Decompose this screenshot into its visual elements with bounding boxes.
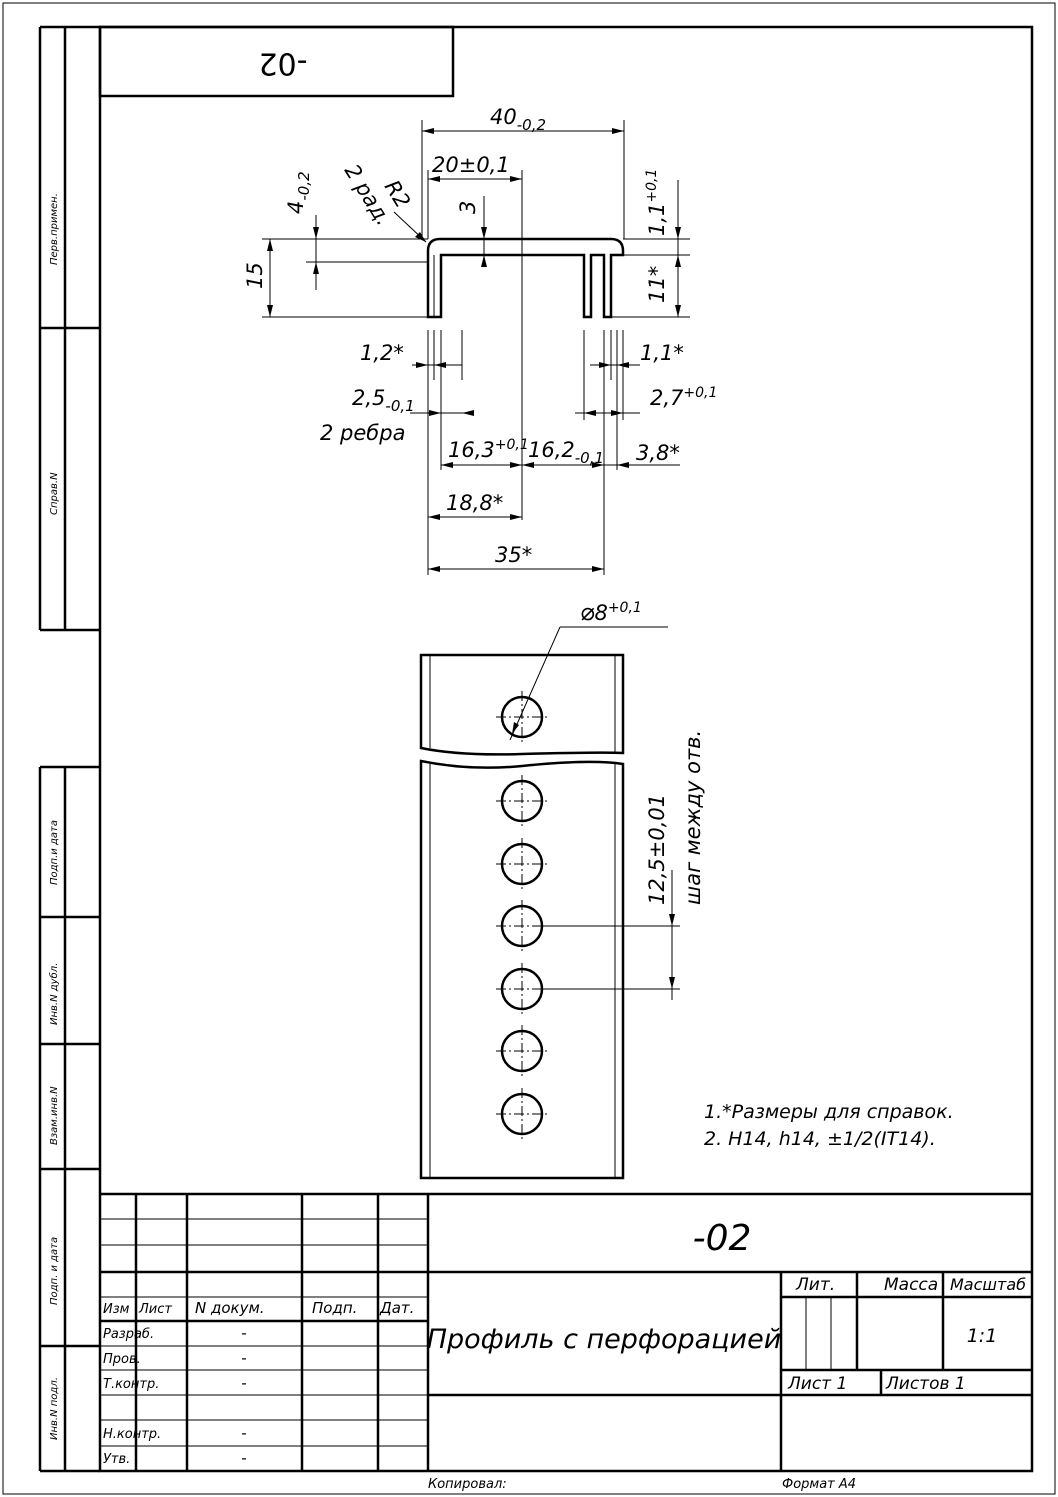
row-value-nkontr: -	[241, 1424, 246, 1442]
profile-section	[426, 237, 625, 319]
dim-right-offset: 2,7+0,1	[650, 385, 717, 410]
notes: 1.*Размеры для справок. 2. H14, h14, ±1/…	[704, 1101, 954, 1150]
dim-leg-height: 11*	[645, 266, 669, 303]
dim-height: 15	[243, 262, 267, 289]
dim-pitch: 12,5±0,01	[645, 794, 669, 905]
dimension-lines	[262, 120, 690, 575]
margin-label-podl: Инв.N подл.	[49, 1377, 60, 1440]
row-role-nkontr: Н.контр.	[103, 1427, 161, 1442]
mass-label: Масса	[884, 1275, 938, 1295]
col-izm: Изм	[103, 1302, 130, 1317]
dim-rib-width: 2,5-0,1	[352, 386, 415, 415]
dim-pitch-note: шаг между отв.	[681, 730, 705, 905]
dim-left-wall: 1,2*	[360, 341, 404, 365]
col-doc: N докум.	[195, 1299, 265, 1317]
note-2: 2. H14, h14, ±1/2(IT14).	[704, 1128, 936, 1150]
scale-value: 1:1	[967, 1325, 998, 1347]
footer-format: Формат А4	[782, 1477, 856, 1492]
title-name: Профиль с перфорацией	[427, 1324, 782, 1355]
margin-label-sprav: Справ.N	[49, 472, 60, 515]
footer: Копировал: Формат А4	[428, 1477, 856, 1492]
sheets-label: Листов 1	[885, 1374, 966, 1394]
lit-label: Лит.	[795, 1275, 835, 1295]
margin-label-perv: Перв.примен.	[49, 193, 60, 265]
col-date: Дат.	[379, 1299, 414, 1317]
sheet-label: Лист 1	[787, 1374, 847, 1394]
footer-copied: Копировал:	[428, 1477, 507, 1492]
dim-top-thickness: 1,1+0,1	[644, 169, 669, 236]
row-role-tkontr: Т.контр.	[103, 1377, 159, 1392]
row-role-utv: Утв.	[103, 1452, 130, 1467]
margin-label-podp1: Подп.и дата	[49, 820, 60, 885]
dim-hole-dia: ⌀8+0,1	[580, 598, 642, 626]
row-value-utv: -	[241, 1449, 246, 1467]
row-value-razrab: -	[241, 1324, 246, 1342]
row-value-tkontr: -	[241, 1374, 246, 1392]
margin-label-vzam: Взам.инв.N	[49, 1086, 60, 1145]
hole-arrowheads	[512, 722, 675, 989]
dim-inner-right: 16,2-0,1	[528, 438, 604, 467]
title-block-text: -02 Профиль с перфорацией Изм Лист N док…	[103, 1218, 1026, 1467]
designation-box-text: -02	[259, 46, 308, 81]
note-1: 1.*Размеры для справок.	[704, 1101, 954, 1123]
dim-rib-note: 2 ребра	[320, 421, 405, 445]
dim-inner-left: 16,3+0,1	[448, 437, 529, 462]
scale-label: Масштаб	[950, 1275, 1026, 1294]
col-sign: Подп.	[312, 1299, 357, 1317]
title-block-grid	[100, 1192, 1032, 1471]
dim-top-small: 3	[456, 201, 480, 214]
row-role-razrab: Разраб.	[103, 1327, 154, 1342]
dimension-texts: 40-0,2 20±0,1 R2 2 рад. 4-0,2 3 15 1,1+0…	[243, 105, 717, 905]
dim-inner-total: 35*	[495, 543, 532, 567]
dim-rib-height: 4-0,2	[284, 171, 313, 214]
margin-label-podp2: Подп. и дата	[49, 1237, 60, 1305]
arrowheads	[267, 128, 681, 572]
dim-right-small: 3,8*	[636, 441, 680, 465]
hole-group	[496, 691, 548, 1140]
perforated-strip	[419, 653, 625, 1180]
dim-overall-width: 40-0,2	[490, 105, 546, 134]
margin-labels: Перв.примен. Справ.N Подп.и дата Инв.N д…	[48, 193, 60, 1440]
title-designation: -02	[693, 1218, 752, 1259]
margin-label-dubl: Инв.N дубл.	[48, 963, 60, 1025]
dim-half-width: 20±0,1	[432, 153, 510, 177]
row-value-prov: -	[241, 1349, 246, 1367]
row-role-prov: Пров.	[103, 1352, 141, 1367]
dim-right-wall: 1,1*	[640, 341, 684, 365]
col-list: Лист	[138, 1302, 172, 1317]
dim-left-half: 18,8*	[446, 491, 503, 515]
